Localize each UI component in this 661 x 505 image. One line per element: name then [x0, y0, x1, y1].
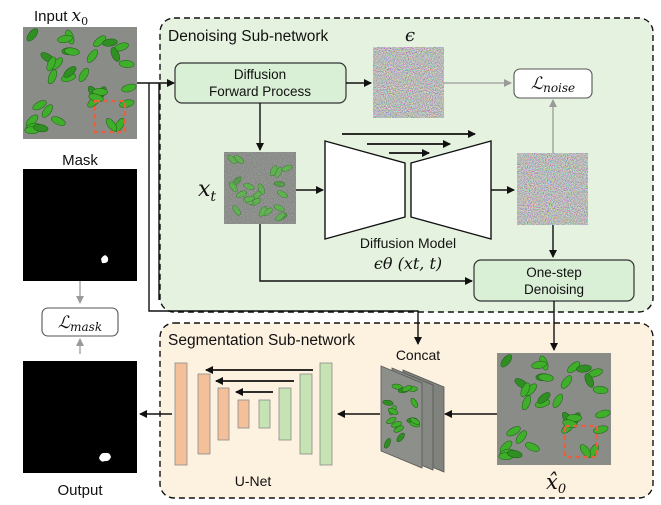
seed-pod [507, 450, 523, 459]
seed-pod [47, 69, 58, 85]
diffusion-model-formula: ϵθ (xt, t) [374, 254, 442, 273]
seed-pod [78, 67, 89, 82]
forward-process-line1: Diffusion [234, 67, 286, 82]
seed-pod [121, 83, 137, 93]
seed-pod [32, 100, 47, 111]
seed-pod [391, 421, 402, 428]
mask-loss-label: ℒmask [58, 313, 102, 334]
seed-pod [110, 47, 121, 62]
xt-noisy-image [224, 152, 296, 224]
noise-loss-box [513, 68, 593, 99]
mask-image [23, 169, 137, 281]
mask-loss-box [41, 307, 119, 337]
diffusion-model-shape [324, 140, 492, 240]
seed-pod [567, 361, 581, 373]
seed-pod [64, 47, 80, 56]
seed-pod [33, 124, 49, 133]
seed-pod [409, 417, 420, 425]
seed-pod [86, 49, 99, 63]
forward-process-line2: Forward Process [209, 84, 311, 99]
seed-pod [552, 393, 563, 408]
seed-pod [521, 395, 532, 411]
mask-label: Mask [62, 152, 98, 169]
seed-pod [538, 373, 554, 382]
seed-pod [105, 118, 118, 132]
seed-pod [531, 360, 547, 369]
seed-pod [401, 385, 412, 392]
seed-pod [57, 34, 73, 43]
seed-pod [387, 408, 399, 415]
seed-pod [537, 392, 551, 404]
one-step-line2: Denoising [524, 282, 584, 297]
seed-pod [102, 38, 118, 47]
seed-pod [579, 444, 592, 458]
seed-pod [118, 60, 135, 68]
seed-pod [26, 28, 39, 42]
seed-pod [391, 383, 403, 390]
epsilon-label: ϵ [405, 25, 415, 46]
seed-pod [41, 104, 53, 118]
seed-pods [24, 28, 137, 134]
crop-highlight [93, 99, 127, 134]
concat-stack [380, 365, 445, 473]
seed-pod [506, 426, 521, 437]
segmentation-title: Segmentation Sub-network [168, 332, 355, 349]
seed-pod [396, 432, 405, 443]
seed-pod [63, 66, 77, 78]
seed-pod [576, 364, 592, 373]
unet-label: U-Net [235, 473, 272, 489]
seed-pod [386, 416, 397, 425]
seed-pod [592, 386, 609, 394]
output-label: Output [57, 482, 103, 499]
seed-pod [382, 399, 394, 406]
seed-pod [51, 116, 66, 126]
input-image [23, 27, 137, 139]
unet-blocks [174, 362, 333, 466]
epsilon-noise-image [373, 47, 444, 118]
xt-label: xt [198, 177, 216, 205]
seed-pod [500, 354, 513, 368]
input-label: Input x0 [34, 6, 88, 28]
one-step-line1: One-step [526, 265, 582, 280]
predicted-noise-image [517, 153, 588, 225]
seed-pod [584, 373, 595, 388]
diffusion-model-label: Diffusion Model [360, 235, 456, 251]
concat-label: Concat [396, 347, 440, 363]
seed-pod [525, 442, 540, 452]
denoising-title: Denoising Sub-network [168, 28, 329, 45]
output-image [23, 361, 137, 473]
seed-pod [520, 382, 530, 398]
seed-pod [384, 438, 391, 449]
noise-loss-label: ℒnoise [531, 74, 575, 95]
xhat-label: x̂0 [546, 470, 566, 497]
seed-pod [515, 430, 527, 444]
xhat-image [497, 353, 611, 465]
seed-pod [93, 35, 107, 47]
seed-pod [560, 375, 573, 389]
seed-pod [46, 56, 56, 72]
seed-pod [595, 409, 611, 419]
seed-pod [114, 117, 125, 132]
seed-pod [410, 398, 419, 408]
